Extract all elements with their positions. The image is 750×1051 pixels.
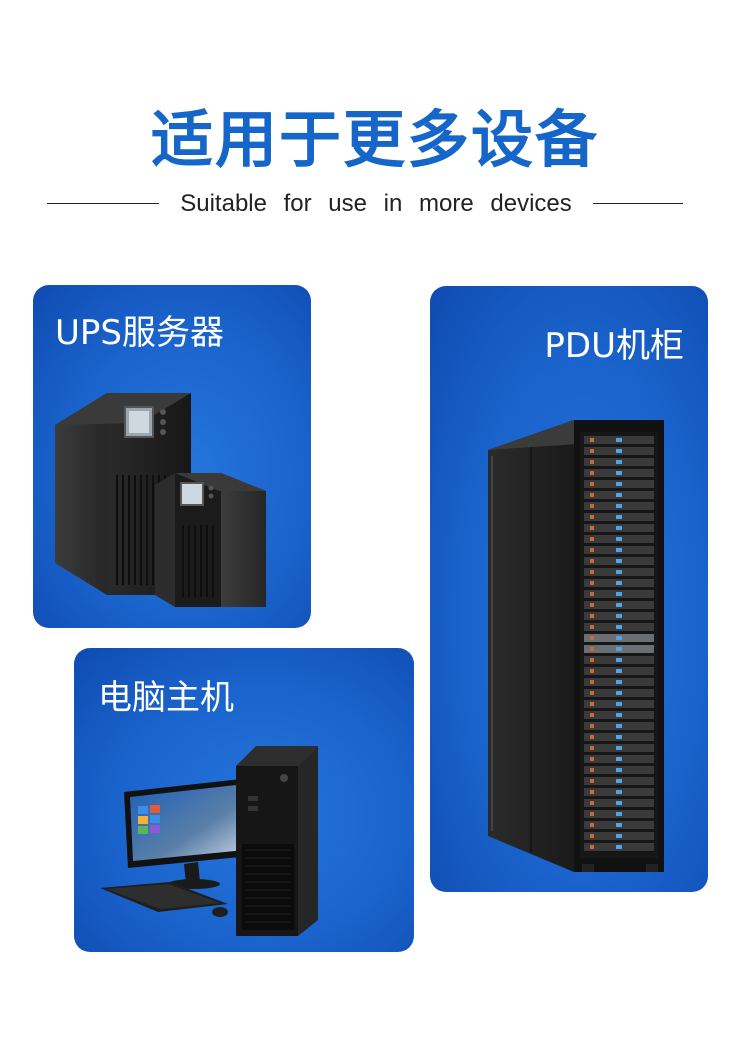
- divider-left: [47, 203, 159, 204]
- subtitle-row: Suitable for use in more devices: [0, 186, 750, 222]
- server-rack-image: [488, 420, 664, 872]
- page-title: 适用于更多设备: [150, 103, 599, 176]
- ups-card: UPS服务器: [33, 285, 311, 628]
- pc-card-label: 电脑主机: [98, 678, 234, 718]
- ups-server-image: [55, 393, 266, 607]
- ups-card-label: UPS服务器: [55, 313, 224, 353]
- divider-right: [593, 203, 683, 204]
- pc-card: 电脑主机: [74, 648, 414, 952]
- pdu-card-label: PDU机柜: [544, 326, 684, 366]
- pdu-card: PDU机柜: [430, 286, 708, 892]
- desktop-computer-image: [100, 746, 318, 936]
- page-subtitle: Suitable for use in more devices: [180, 190, 572, 217]
